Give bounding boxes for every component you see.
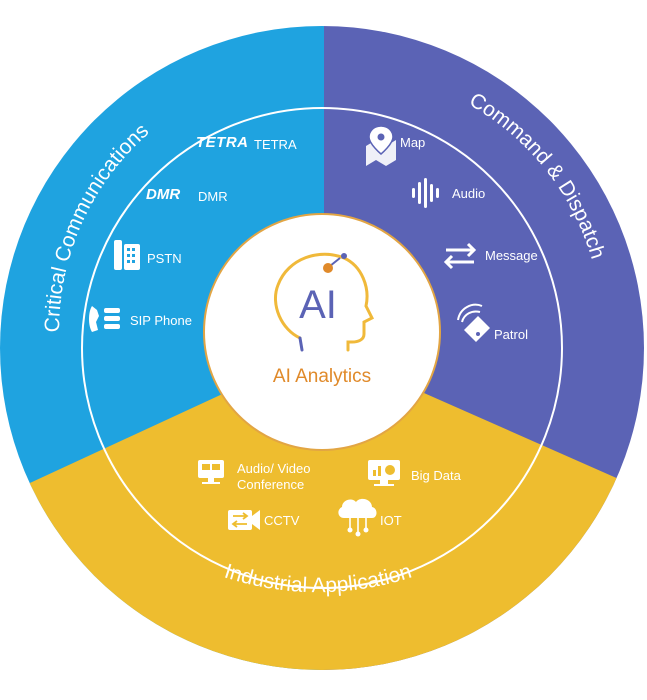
ai-logo-text: AI <box>299 283 337 327</box>
ai-node-dot <box>323 263 333 273</box>
sip-phone-icon <box>89 306 120 332</box>
cloud-network-icon <box>338 498 377 537</box>
arrows-exchange-icon <box>443 242 477 270</box>
center-label: AI Analytics <box>272 366 372 387</box>
item-label-message: Message <box>485 248 538 263</box>
item-label-cctv: CCTV <box>264 513 300 528</box>
telephone-icon <box>114 240 140 270</box>
outer-ring-line <box>81 107 563 589</box>
item-label-map: Map <box>400 135 426 150</box>
item-label-sip-phone: SIP Phone <box>130 313 192 328</box>
ai-node-dot-small <box>341 253 347 259</box>
item-label-tetra: TETRA <box>254 137 297 152</box>
center-circle <box>203 213 441 451</box>
audio-wave-icon <box>412 178 439 208</box>
item-label-iot: IOT <box>380 513 402 528</box>
patrol-tag-icon <box>457 303 490 342</box>
item-label-conference-line2: Conference <box>237 477 305 492</box>
item-label-audio: Audio <box>452 186 486 201</box>
tetra-logo: TETRA <box>196 134 249 151</box>
camera-icon <box>228 510 260 530</box>
item-label-big-data: Big Data <box>411 468 461 483</box>
dmr-logo: DMR <box>146 186 181 203</box>
item-label-pstn: PSTN <box>147 251 182 266</box>
map-pin-icon <box>366 125 396 166</box>
item-label-patrol: Patrol <box>494 327 528 342</box>
item-label-dmr: DMR <box>198 189 228 204</box>
item-label-conference-line1: Audio/ Video <box>237 461 311 476</box>
monitor-icon <box>198 460 224 484</box>
chart-monitor-icon <box>368 460 400 486</box>
